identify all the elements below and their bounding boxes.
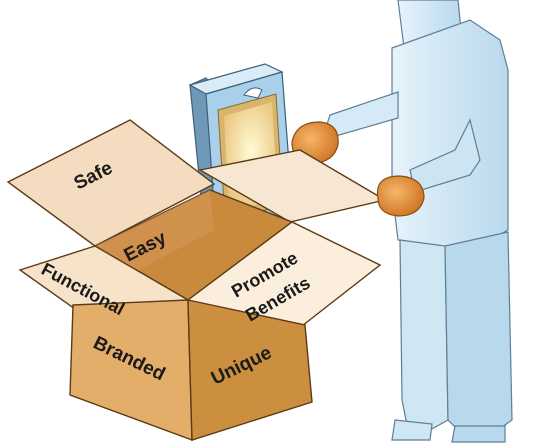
box-face-right [187,299,313,441]
package-hang-tab [243,87,263,99]
person-left-leg [399,239,449,431]
person-foot-right [451,425,506,443]
person-torso [391,19,509,251]
hand-front [376,175,425,217]
person-figure [321,0,513,443]
open-cardboard-box [6,119,387,442]
box-interior-shade [95,190,214,280]
flap-back-left [6,119,216,247]
person-foot-left [391,419,433,441]
person-right-leg [444,231,513,433]
